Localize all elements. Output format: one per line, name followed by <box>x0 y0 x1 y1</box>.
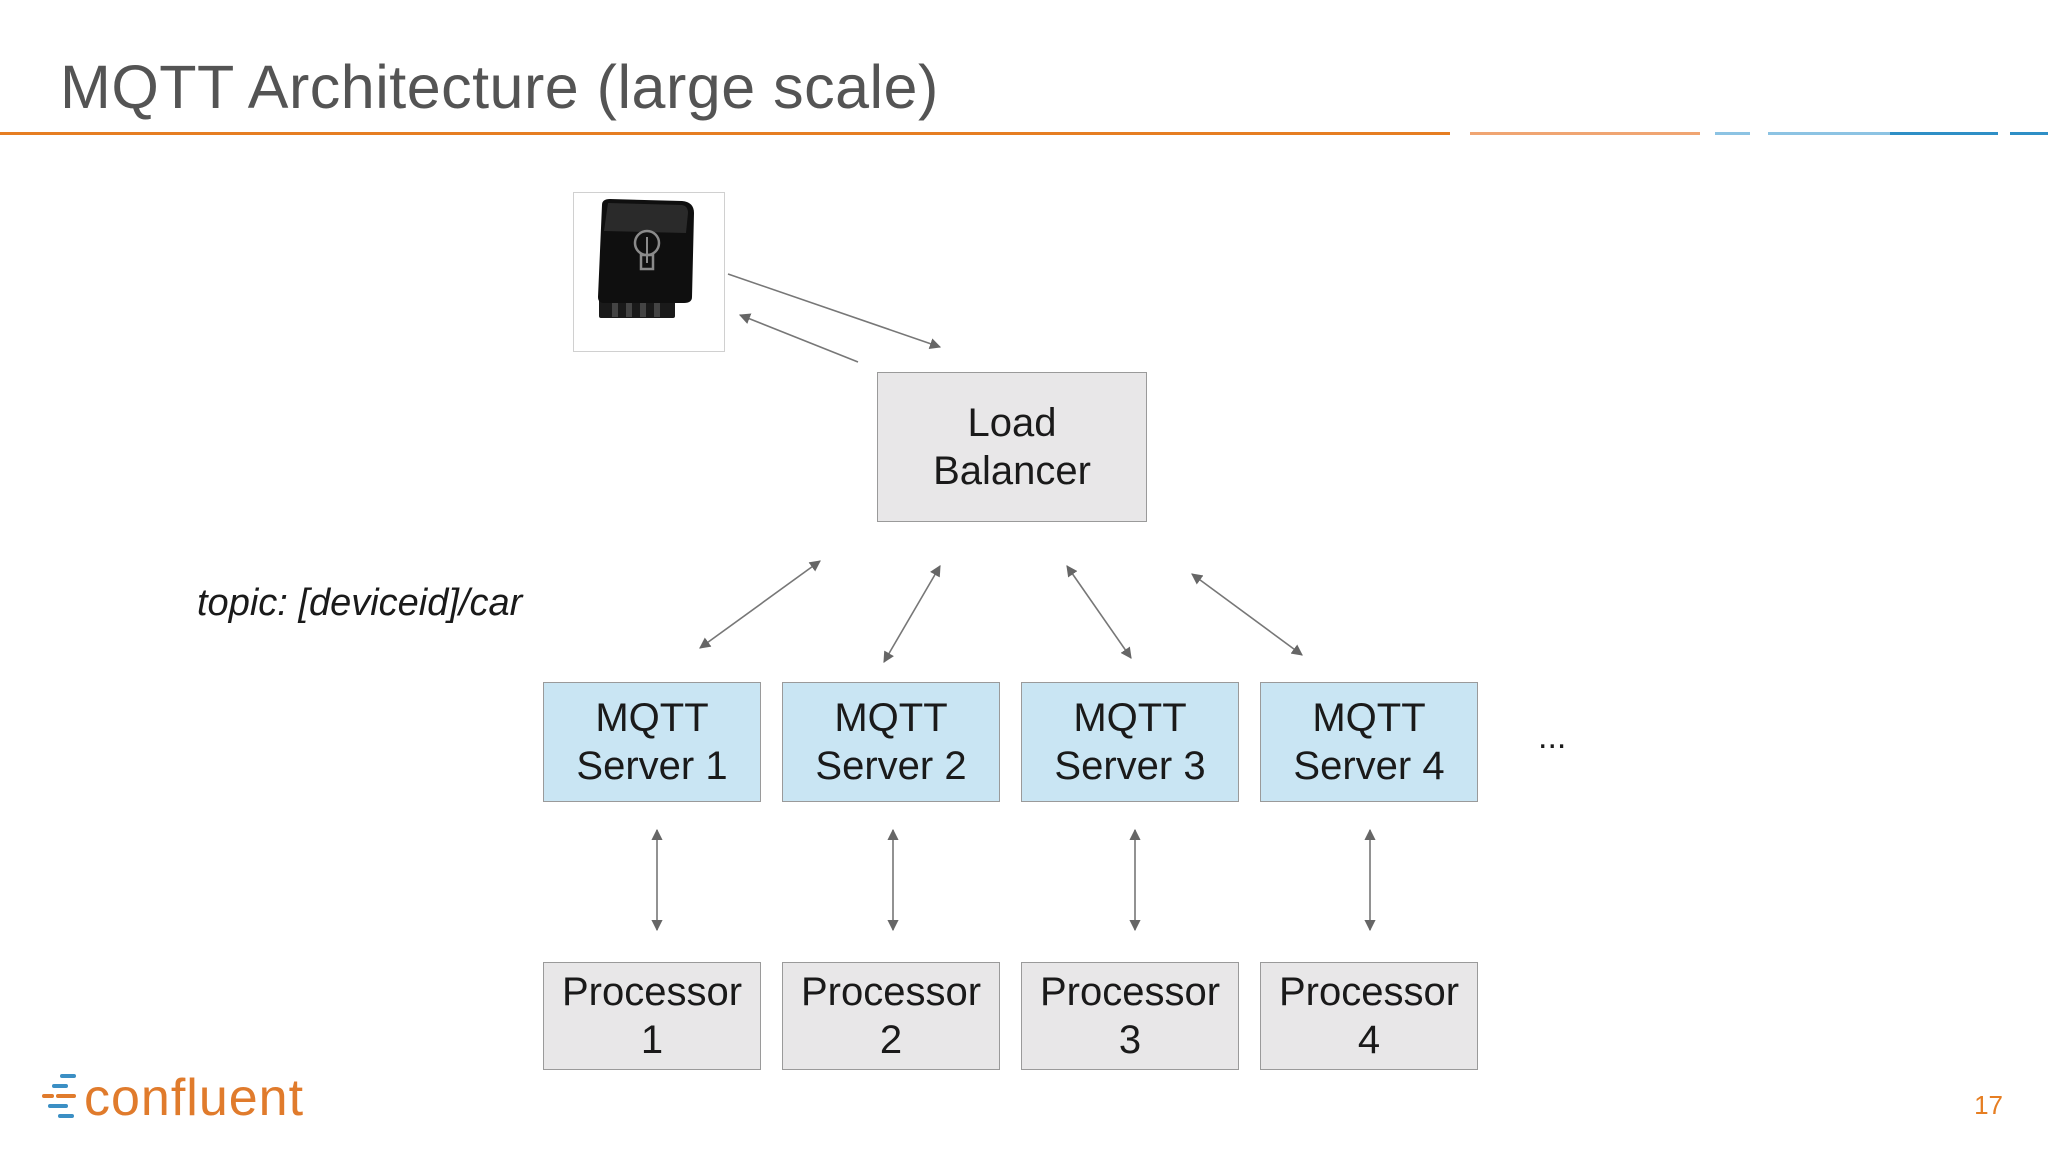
obd-device-lightbulb-icon <box>598 199 694 318</box>
mqtt-server-3-box: MQTT Server 3 <box>1021 682 1239 802</box>
mqtt-server-1-box: MQTT Server 1 <box>543 682 761 802</box>
mqtt-server-2-box: MQTT Server 2 <box>782 682 1000 802</box>
more-servers-indicator: ... <box>1538 718 1567 756</box>
processor-2-box: Processor 2 <box>782 962 1000 1070</box>
title-rule-orange <box>0 132 1450 135</box>
arrow-lb-server-2 <box>883 565 941 663</box>
title-rule-blue-light-1 <box>1715 132 1750 135</box>
arrow-lb-server-3 <box>1066 565 1132 659</box>
arrow-lb-server-4 <box>1191 573 1303 656</box>
mqtt-server-4-box: MQTT Server 4 <box>1260 682 1478 802</box>
confluent-logo: confluent <box>40 1070 304 1126</box>
slide-title: MQTT Architecture (large scale) <box>60 53 939 121</box>
topic-label: topic: [deviceid]/car <box>197 582 523 624</box>
confluent-wordmark: confluent <box>84 1069 305 1127</box>
title-rule-blue-light-2 <box>1768 132 1913 135</box>
arrow-device-to-lb <box>727 273 942 350</box>
load-balancer-box: Load Balancer <box>877 372 1147 522</box>
arrow-lb-server-1 <box>699 560 821 649</box>
confluent-mark-icon <box>42 1074 76 1118</box>
arrow-lb-to-device <box>738 313 859 363</box>
page-number: 17 <box>1974 1090 2003 1120</box>
device-image <box>573 192 725 352</box>
title-rule-blue-end <box>2010 132 2048 135</box>
processor-4-box: Processor 4 <box>1260 962 1478 1070</box>
title-rule-orange-light <box>1470 132 1700 135</box>
processor-1-box: Processor 1 <box>543 962 761 1070</box>
title-rule-blue <box>1890 132 1998 135</box>
processor-3-box: Processor 3 <box>1021 962 1239 1070</box>
